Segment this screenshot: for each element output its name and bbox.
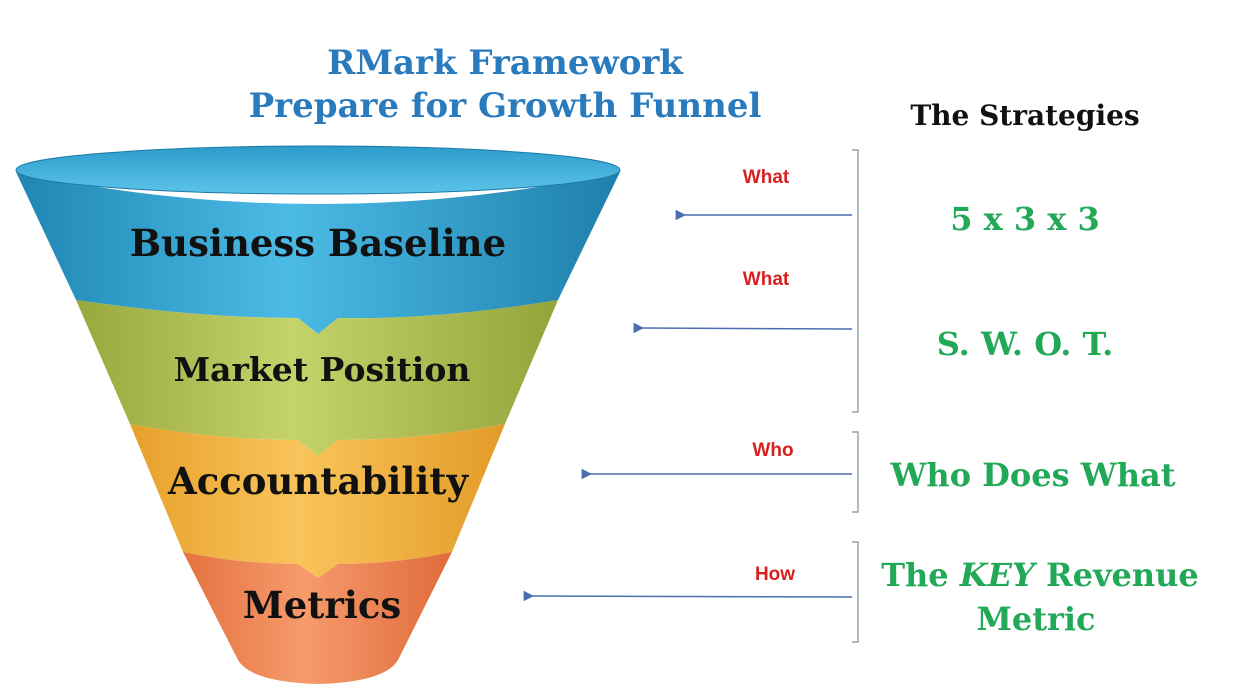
brackets xyxy=(852,149,859,643)
funnel-stage-metrics: Metrics xyxy=(183,552,452,684)
strategy-key-em: KEY xyxy=(959,556,1038,594)
strategy-swot: S. W. O. T. xyxy=(937,325,1114,363)
bracket-who xyxy=(852,431,859,513)
stage-label: Business Baseline xyxy=(130,221,506,265)
bracket-what xyxy=(852,149,859,413)
question-label-what-2: What xyxy=(743,269,790,290)
strategies-heading: The Strategies xyxy=(910,99,1139,132)
funnel-stage-accountability: Accountability xyxy=(130,424,505,578)
strategy-key-revenue-line2: Metric xyxy=(976,600,1095,638)
question-label-who: Who xyxy=(752,440,793,461)
stage-label: Accountability xyxy=(167,459,469,503)
strategy-5x3x3: 5 x 3 x 3 xyxy=(950,200,1100,238)
funnel-stage-business-baseline: Business Baseline xyxy=(15,145,621,334)
arrows xyxy=(523,209,853,602)
question-label-how: How xyxy=(755,564,795,585)
strategy-key-revenue: The KEY Revenue xyxy=(881,556,1199,594)
title-line-2: Prepare for Growth Funnel xyxy=(249,86,762,126)
strategy-key-pre: The xyxy=(881,556,960,594)
arrow-how xyxy=(523,590,853,602)
bracket-how xyxy=(852,541,859,643)
funnel-stage-market-position: Market Position xyxy=(76,300,558,456)
question-label-what-1: What xyxy=(743,167,790,188)
strategy-key-post: Revenue xyxy=(1035,556,1199,594)
stage-label: Market Position xyxy=(174,350,471,389)
strategy-who-does-what: Who Does What xyxy=(889,456,1175,494)
funnel-rim xyxy=(15,145,621,195)
arrow-what-2 xyxy=(633,322,853,334)
funnel: Business Baseline Market Position Accoun… xyxy=(15,145,621,684)
title-line-1: RMark Framework xyxy=(327,43,684,83)
stage-label: Metrics xyxy=(243,583,402,627)
